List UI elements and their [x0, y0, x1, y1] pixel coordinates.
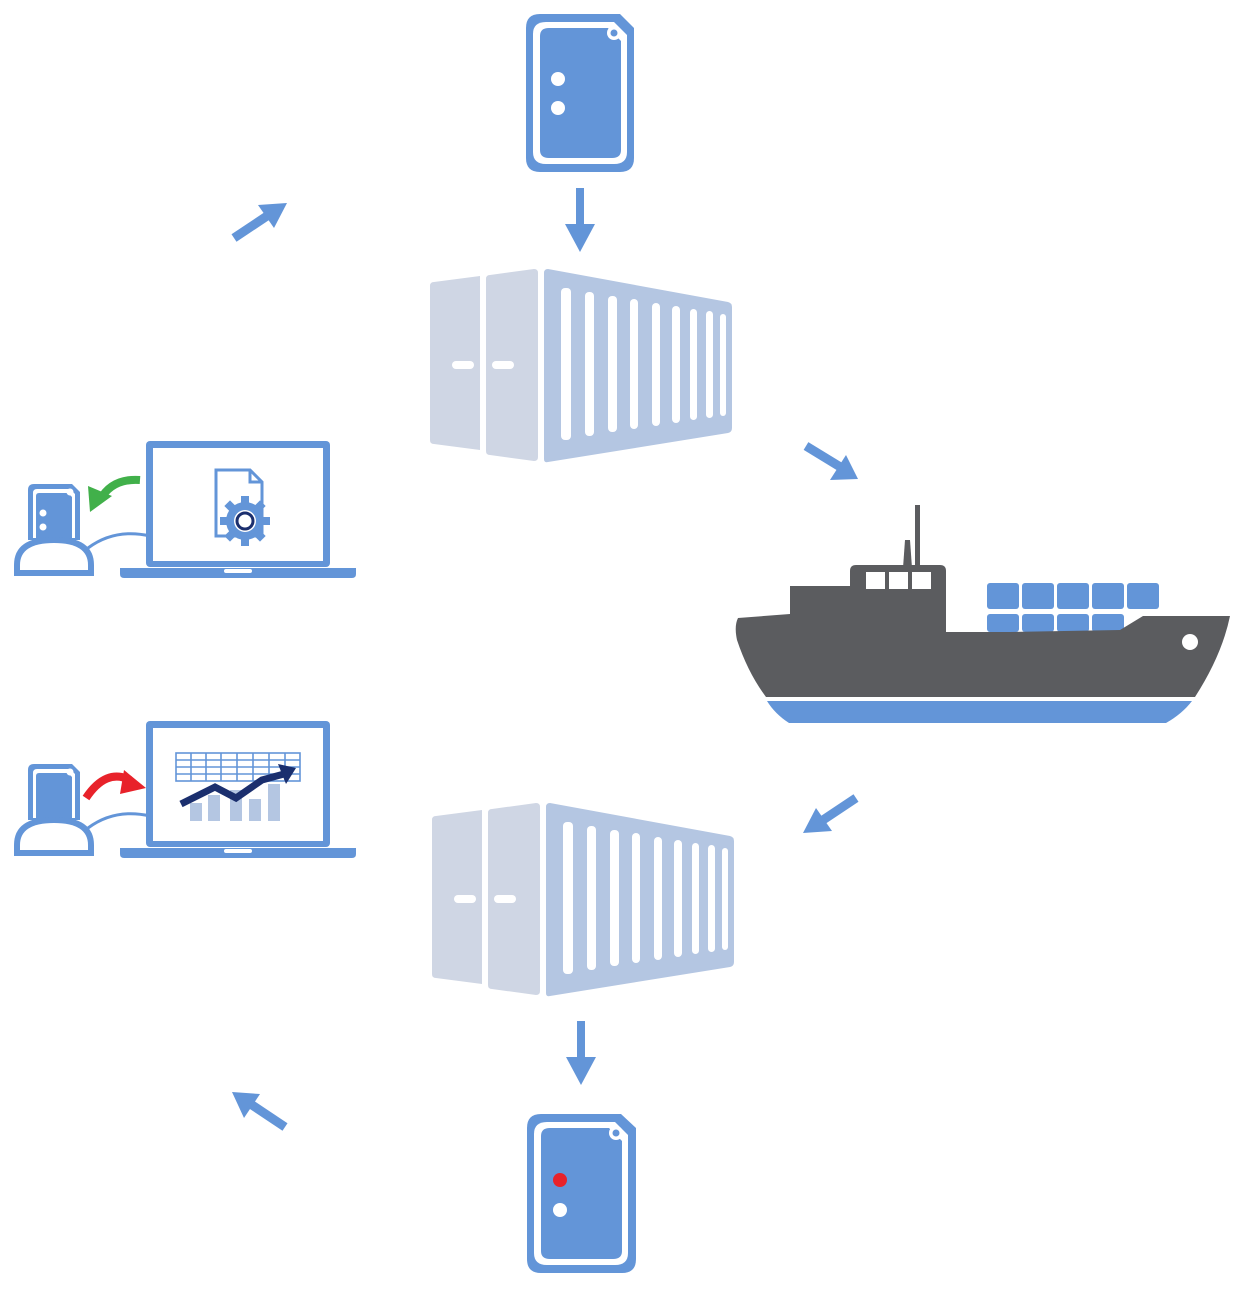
ship-deck-containers — [987, 583, 1159, 632]
laptop-analytics-group — [14, 721, 356, 858]
card-reader-icon — [14, 764, 151, 856]
spreadsheet-grid — [175, 752, 301, 782]
flow-arrow-container-to-card — [566, 1021, 596, 1085]
data-card-bottom-icon — [527, 1114, 636, 1273]
card-reader-icon — [14, 484, 151, 576]
shipping-container-top-icon — [430, 269, 732, 463]
trend-up-arrow-icon — [179, 764, 296, 808]
laptop-configure-group — [14, 441, 356, 578]
status-dot-red — [553, 1173, 567, 1187]
gear-icon — [220, 496, 270, 546]
container-ribs — [561, 288, 726, 440]
shipping-container-bottom-icon — [432, 803, 734, 997]
cargo-ship-icon — [735, 505, 1230, 723]
laptop-settings-icon — [120, 441, 356, 578]
flow-arrow-container-to-ship — [803, 442, 858, 480]
transfer-arrow-green — [88, 475, 141, 512]
transfer-arrow-red — [82, 770, 146, 801]
container-ribs — [563, 822, 728, 974]
flow-arrow-card-to-container — [565, 188, 595, 252]
flow-arrow-card-to-analytics — [232, 1092, 288, 1131]
laptop-chart-icon — [120, 721, 356, 858]
flow-arrow-configure-to-card — [231, 203, 287, 242]
data-card-top-icon — [526, 14, 634, 172]
flow-arrow-ship-to-container — [803, 794, 859, 833]
